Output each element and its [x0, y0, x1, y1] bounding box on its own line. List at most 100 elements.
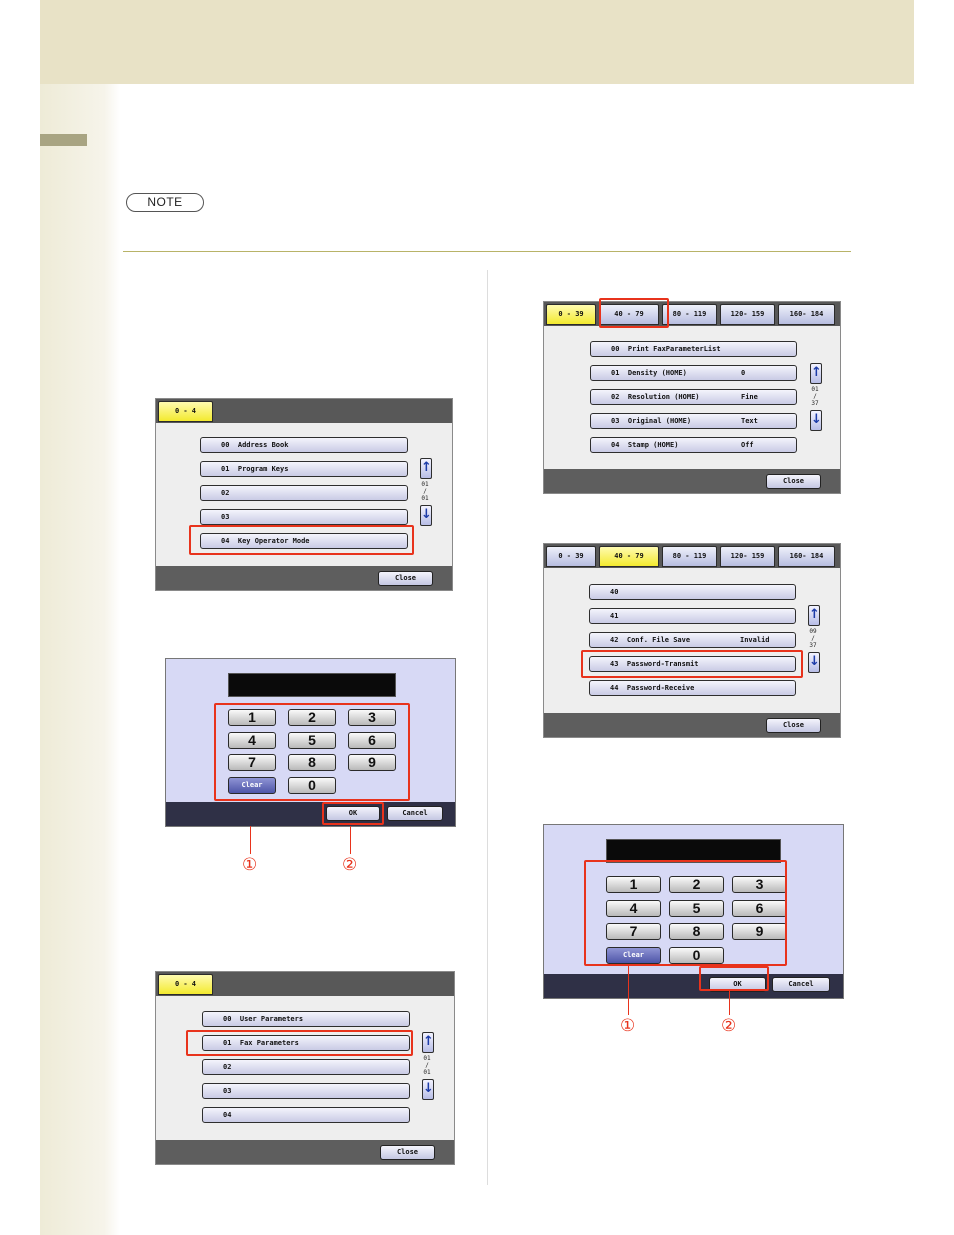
scroll-down-button[interactable]: ↓	[422, 1079, 434, 1100]
close-button[interactable]: Close	[766, 718, 821, 733]
scroll-up-button[interactable]: ↑	[810, 363, 822, 384]
key-2[interactable]: 2	[669, 876, 724, 893]
keypad-screen-left: 1 2 3 4 5 6 7 8 9 Clear 0 OK Cancel	[165, 658, 456, 827]
footer-bar: Close	[156, 1140, 454, 1164]
callout-line-1	[628, 965, 629, 1015]
menu-item-04[interactable]: 04	[202, 1107, 410, 1123]
clear-button[interactable]: Clear	[228, 777, 276, 794]
menu-body: 00 Address Book 01 Program Keys 02 03 04…	[156, 423, 452, 566]
side-band	[40, 84, 120, 1235]
tab-120-159[interactable]: 120- 159	[720, 546, 775, 567]
close-button[interactable]: Close	[380, 1145, 435, 1160]
menu-item-fax-parameters[interactable]: 01 Fax Parameters	[202, 1035, 410, 1051]
param-item-44[interactable]: 44 Password-Receive	[589, 680, 796, 696]
password-display	[606, 839, 781, 863]
menu-item-03[interactable]: 03	[202, 1083, 410, 1099]
key-8[interactable]: 8	[288, 754, 336, 771]
key-1[interactable]: 1	[606, 876, 661, 893]
menu-item-02[interactable]: 02	[200, 485, 408, 501]
ok-button[interactable]: OK	[709, 977, 766, 992]
footer-bar: Close	[544, 713, 840, 737]
clear-button[interactable]: Clear	[606, 947, 661, 964]
key-7[interactable]: 7	[228, 754, 276, 771]
tab-80-119[interactable]: 80 - 119	[662, 304, 717, 325]
footer-bar: Close	[156, 566, 452, 590]
key-2[interactable]: 2	[288, 709, 336, 726]
param-item-43-password-transmit[interactable]: 43 Password-Transmit	[589, 656, 796, 672]
key-7[interactable]: 7	[606, 923, 661, 940]
key-3[interactable]: 3	[348, 709, 396, 726]
scroll-up-button[interactable]: ↑	[422, 1032, 434, 1053]
footer-bar: Close	[544, 469, 840, 493]
key-0[interactable]: 0	[288, 777, 336, 794]
key-0[interactable]: 0	[669, 947, 724, 964]
menu-item-user-parameters[interactable]: 00 User Parameters	[202, 1011, 410, 1027]
key-6[interactable]: 6	[348, 732, 396, 749]
tab-40-79[interactable]: 40 - 79	[599, 304, 659, 325]
tab-0-4[interactable]: 0 - 4	[158, 401, 213, 422]
tab-80-119[interactable]: 80 - 119	[662, 546, 717, 567]
ok-button[interactable]: OK	[326, 806, 380, 821]
key-9[interactable]: 9	[348, 754, 396, 771]
key-5[interactable]: 5	[669, 900, 724, 917]
screen-fax-parameters-40-79: 0 - 39 40 - 79 80 - 119 120- 159 160- 18…	[543, 543, 841, 738]
scroll-down-button[interactable]: ↓	[810, 410, 822, 431]
tab-bar: 0 - 39 40 - 79 80 - 119 120- 159 160- 18…	[544, 302, 840, 326]
key-9[interactable]: 9	[732, 923, 787, 940]
password-display	[228, 673, 396, 697]
key-1[interactable]: 1	[228, 709, 276, 726]
cancel-button[interactable]: Cancel	[772, 977, 830, 992]
cancel-button[interactable]: Cancel	[387, 806, 443, 821]
callout-line-1	[250, 826, 251, 854]
close-button[interactable]: Close	[766, 474, 821, 489]
key-6[interactable]: 6	[732, 900, 787, 917]
callout-2: ②	[342, 855, 358, 875]
key-4[interactable]: 4	[228, 732, 276, 749]
keypad-body: 1 2 3 4 5 6 7 8 9 Clear 0	[166, 659, 455, 802]
callout-line-2	[729, 989, 730, 1015]
param-item-00[interactable]: 00 Print FaxParameterList	[590, 341, 797, 357]
callout-line-2	[350, 826, 351, 854]
param-item-40[interactable]: 40	[589, 584, 796, 600]
menu-item-address-book[interactable]: 00 Address Book	[200, 437, 408, 453]
scroll-down-button[interactable]: ↓	[420, 505, 432, 526]
menu-item-key-operator-mode[interactable]: 04 Key Operator Mode	[200, 533, 408, 549]
tab-160-184[interactable]: 160- 184	[778, 304, 835, 325]
screen-fax-parameters-0-39: 0 - 39 40 - 79 80 - 119 120- 159 160- 18…	[543, 298, 841, 494]
scroll-up-button[interactable]: ↑	[808, 605, 820, 626]
keypad-body: 1 2 3 4 5 6 7 8 9 Clear 0	[544, 825, 843, 974]
tab-bar: 0 - 39 40 - 79 80 - 119 120- 159 160- 18…	[544, 544, 840, 568]
close-button[interactable]: Close	[378, 571, 433, 586]
key-4[interactable]: 4	[606, 900, 661, 917]
tab-40-79[interactable]: 40 - 79	[599, 546, 659, 567]
header-band	[40, 0, 914, 84]
tab-160-184[interactable]: 160- 184	[778, 546, 835, 567]
key-3[interactable]: 3	[732, 876, 787, 893]
tab-bar: 0 - 4	[156, 972, 454, 996]
scroll-up-button[interactable]: ↑	[420, 458, 432, 479]
page-indicator: 01/01	[421, 481, 429, 502]
key-8[interactable]: 8	[669, 923, 724, 940]
callout-1: ①	[620, 1016, 636, 1036]
param-item-04[interactable]: 04 Stamp (HOME)Off	[590, 437, 797, 453]
param-item-01[interactable]: 01 Density (HOME)0	[590, 365, 797, 381]
param-item-41[interactable]: 41	[589, 608, 796, 624]
menu-body: 00 User Parameters 01 Fax Parameters 02 …	[156, 996, 454, 1140]
tab-0-39[interactable]: 0 - 39	[546, 546, 596, 567]
tab-0-4[interactable]: 0 - 4	[158, 974, 213, 995]
menu-item-03[interactable]: 03	[200, 509, 408, 525]
key-5[interactable]: 5	[288, 732, 336, 749]
tab-120-159[interactable]: 120- 159	[720, 304, 775, 325]
callout-2: ②	[721, 1016, 737, 1036]
menu-item-program-keys[interactable]: 01 Program Keys	[200, 461, 408, 477]
param-item-02[interactable]: 02 Resolution (HOME)Fine	[590, 389, 797, 405]
side-tab-marker	[40, 134, 87, 146]
tab-0-39[interactable]: 0 - 39	[546, 304, 596, 325]
param-item-03[interactable]: 03 Original (HOME)Text	[590, 413, 797, 429]
scroll-down-button[interactable]: ↓	[808, 652, 820, 673]
page-indicator: 01/37	[811, 386, 819, 407]
menu-item-02[interactable]: 02	[202, 1059, 410, 1075]
screen-parameters-menu: 0 - 4 00 User Parameters 01 Fax Paramete…	[155, 971, 455, 1165]
